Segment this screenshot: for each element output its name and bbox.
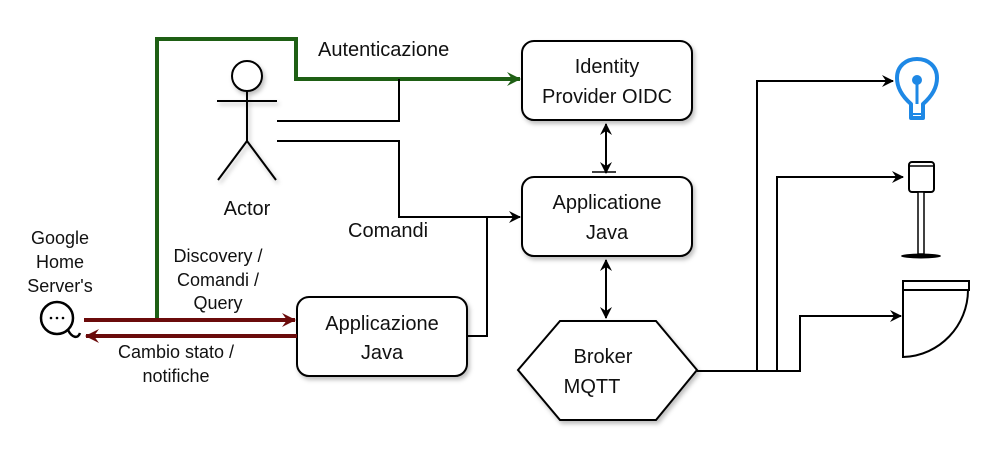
core-java-app-node[interactable]: Applicatione Java [521,176,693,257]
broker-door-edge [777,310,902,372]
google-requests-label-3: Query [193,293,242,313]
sensor-post-icon[interactable] [901,161,941,259]
broker-line2: MQTT [564,376,621,398]
actor-figure [217,60,277,181]
broker-line1: Broker [574,346,633,368]
core-app-line1: Applicatione [553,192,662,214]
identity-provider-line1: Identity [575,56,639,78]
google-java-app-node[interactable]: Applicazione Java [296,296,468,377]
actor-idp-edge [277,79,400,122]
google-home-line3: Server's [27,276,92,296]
lightbulb-icon[interactable] [895,57,939,120]
actor-commands-edge [277,140,521,223]
google-notifications-label-1: Cambio stato / [118,342,234,362]
actor-label: Actor [224,198,271,220]
google-app-line2: Java [361,342,404,364]
google-app-core-edge [468,217,488,337]
commands-edge-label: Comandi [348,220,428,242]
google-home-line2: Home [36,252,84,272]
broker-sensor-edge [757,171,904,372]
google-home-line1: Google [31,228,89,248]
google-app-line1: Applicazione [325,313,438,335]
chat-bubble-icon[interactable] [39,300,82,339]
google-requests-label-2: Comandi / [177,270,259,290]
auth-flow-edge [155,37,521,318]
identity-provider-node[interactable]: Identity Provider OIDC [521,40,693,121]
identity-provider-line2: Provider OIDC [542,86,672,108]
auth-edge-label: Autenticazione [318,39,449,61]
google-notifications-label-2: notifiche [142,366,209,386]
broker-lightbulb-edge [697,75,894,372]
broker-mqtt-node[interactable]: Broker MQTT [516,320,699,421]
door-icon[interactable] [902,280,970,359]
google-requests-label-1: Discovery / [173,246,262,266]
core-app-line2: Java [586,222,629,244]
